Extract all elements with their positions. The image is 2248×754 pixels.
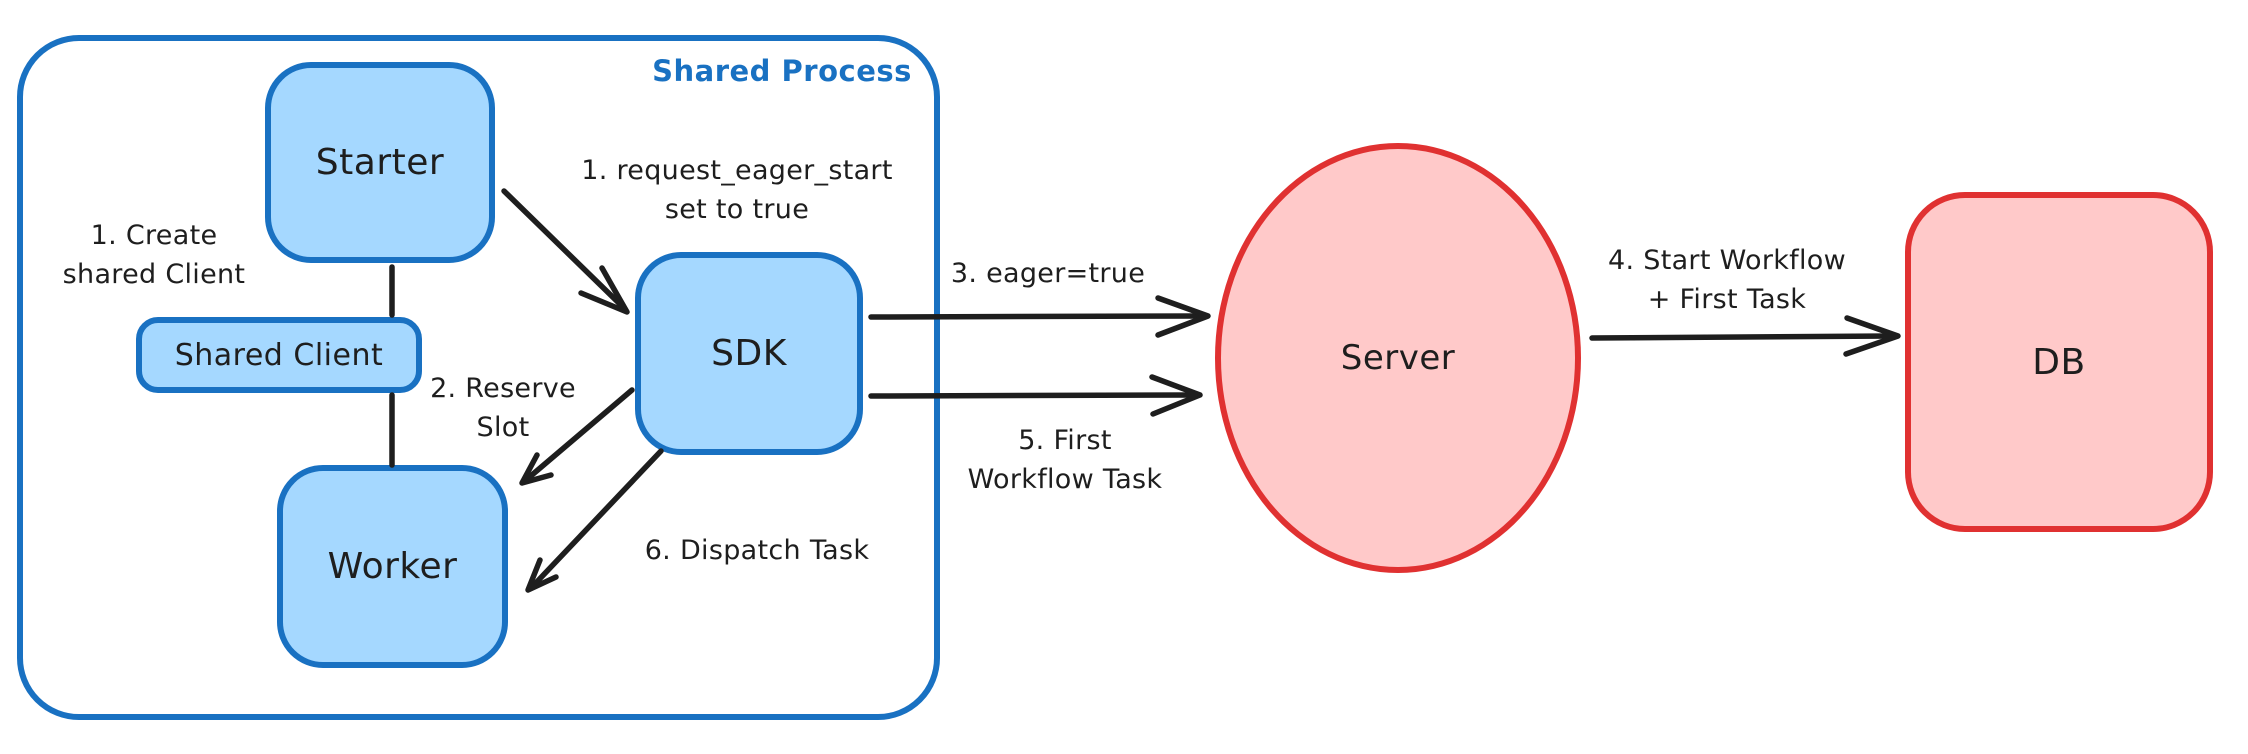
arrow-sdk-to-server-eager-head	[1155, 295, 1211, 338]
shared-process-label: Shared Process	[652, 54, 912, 88]
label-start-workflow: 4. Start Workflow + First Task	[1608, 245, 1846, 315]
shared-process-group	[17, 35, 940, 720]
node-starter: Starter	[265, 62, 495, 263]
node-db: DB	[1905, 192, 2213, 532]
node-worker: Worker	[277, 465, 508, 668]
label-create-shared-client: 1. Create shared Client	[62, 220, 246, 290]
node-server: Server	[1215, 143, 1581, 573]
node-sdk-label: SDK	[711, 333, 787, 374]
label-dispatch-task: 6. Dispatch Task	[644, 535, 870, 566]
node-shared-client-label: Shared Client	[174, 337, 384, 373]
arrow-sdk-to-server-first-task-head	[1149, 374, 1203, 417]
node-starter-label: Starter	[315, 142, 445, 183]
label-request-eager-start: 1. request_eager_start set to true	[581, 155, 893, 225]
label-reserve-slot: 2. Reserve Slot	[430, 373, 576, 443]
label-eager-true: 3. eager=true	[950, 258, 1146, 289]
node-worker-label: Worker	[327, 546, 458, 587]
node-shared-client: Shared Client	[136, 317, 422, 393]
arrow-server-to-db	[1589, 315, 1901, 357]
node-db-label: DB	[2032, 341, 2086, 383]
arrow-server-to-db-line	[1589, 333, 1895, 341]
node-server-label: Server	[1340, 338, 1456, 378]
arrow-server-to-db-head	[1843, 315, 1901, 357]
label-first-workflow-task: 5. First Workflow Task	[967, 425, 1163, 495]
node-sdk: SDK	[635, 252, 863, 455]
